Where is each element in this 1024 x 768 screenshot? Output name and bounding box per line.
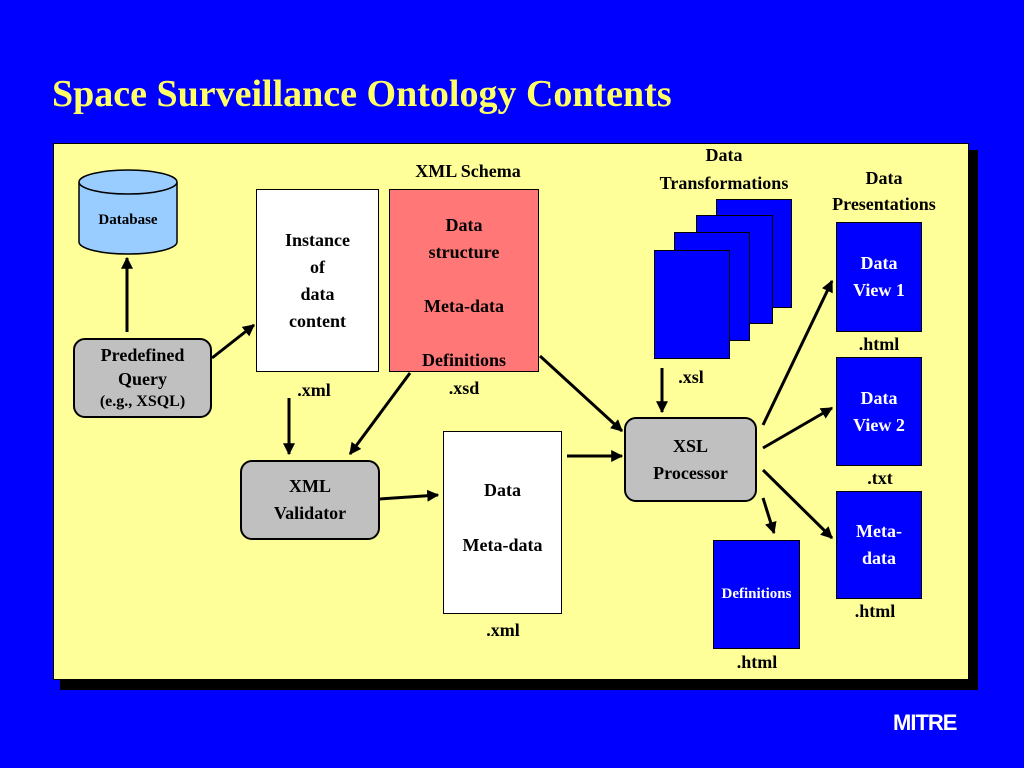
data-view-1-ext: .html <box>858 334 900 354</box>
arrow-validator-to-output <box>379 489 440 502</box>
mitre-logo: MITRE <box>893 710 957 735</box>
query-line2: Query <box>118 369 167 389</box>
xml-validator-node: XML Validator <box>240 460 380 540</box>
xsl-sheet-1 <box>654 250 730 359</box>
data-view-2-doc: Data View 2 <box>836 357 922 466</box>
xsl-processor-node: XSL Processor <box>624 417 757 502</box>
instance-ext: .xml <box>297 380 331 400</box>
data-view-1-doc: Data View 1 <box>836 222 922 332</box>
query-line1: Predefined <box>100 345 185 365</box>
transformations-ext: .xsl <box>678 367 704 387</box>
definitions-ext: .html <box>736 652 778 672</box>
schema-node: Data structure Meta-data Definitions <box>389 189 539 372</box>
instance-node: Instance of data content <box>256 189 379 372</box>
output-ext: .xml <box>486 620 520 640</box>
presentations-heading: Data Presentations <box>832 168 936 214</box>
arrow-schema-to-validator <box>348 372 412 455</box>
database-label: Database <box>98 212 158 228</box>
arrow-processor-to-definitions <box>761 497 777 535</box>
page-title: Space Surveillance Ontology Contents <box>52 73 672 115</box>
data-view-2-ext: .txt <box>867 468 893 488</box>
predefined-query-node: Predefined Query (e.g., XSQL) <box>73 338 212 418</box>
schema-heading: XML Schema <box>415 161 521 181</box>
arrow-processor-to-view2 <box>762 406 834 450</box>
output-document-node: Data Meta-data <box>443 431 562 614</box>
query-line3: (e.g., XSQL) <box>99 393 186 410</box>
arrow-schema-to-processor <box>538 354 624 433</box>
transformations-heading: Data Transformations <box>659 145 789 193</box>
database-cylinder-icon <box>78 169 178 255</box>
schema-ext: .xsd <box>448 378 480 398</box>
metadata-ext: .html <box>854 601 896 621</box>
arrow-processor-to-metadata <box>761 468 834 540</box>
metadata-doc: Meta- data <box>836 491 922 599</box>
definitions-doc: Definitions <box>713 540 800 649</box>
arrow-processor-to-view1 <box>761 279 834 426</box>
arrow-query-to-instance <box>211 323 255 360</box>
